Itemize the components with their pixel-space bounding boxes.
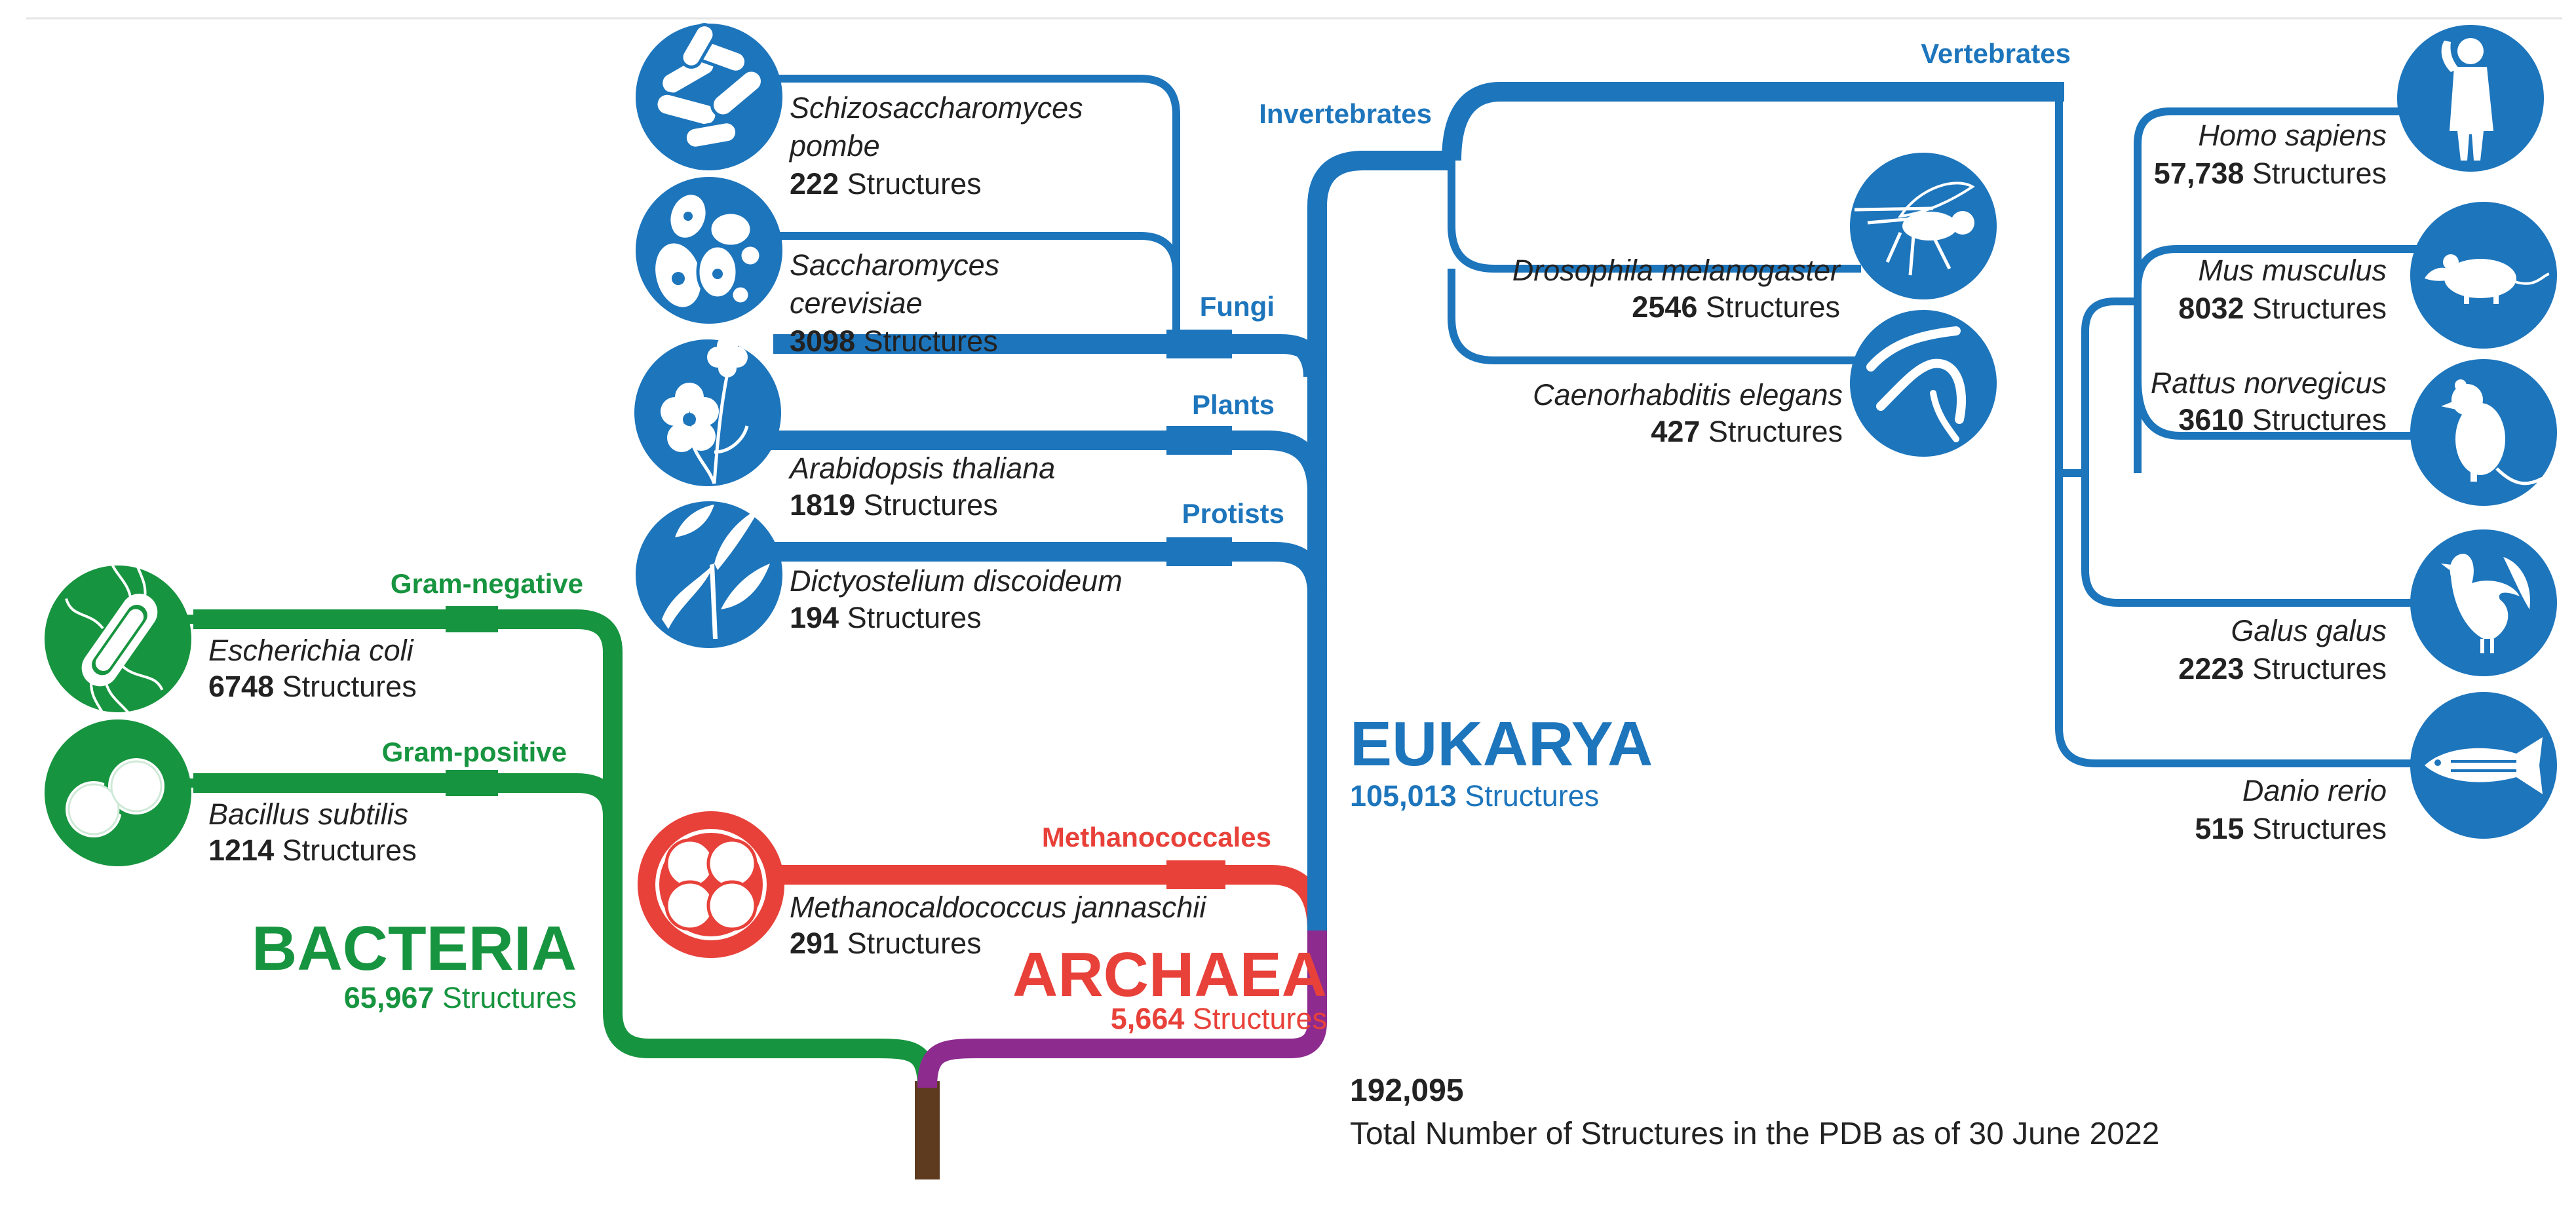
organism-name-rnorvegicus: Rattus norvegicus — [2151, 366, 2387, 400]
organism-name-ecoli: Escherichia coli — [208, 634, 415, 667]
organism-name-scerevisiae-line1: Saccharomyces — [790, 248, 999, 282]
organism-count-spombe: 222 Structures — [790, 167, 982, 201]
worm-icon — [1850, 310, 1997, 457]
bacteria-branches — [131, 606, 937, 1088]
domain-count-eukarya: 105,013 Structures — [1350, 779, 1599, 813]
total-label: Total Number of Structures in the PDB as… — [1350, 1117, 2159, 1151]
group-label-invertebrates: Invertebrates — [1259, 98, 1432, 129]
budding-yeast-icon — [636, 177, 782, 324]
organism-count-scerevisiae: 3098 Structures — [790, 324, 998, 358]
group-label-gram-positive: Gram-positive — [382, 737, 567, 767]
organism-count-ecoli: 6748 Structures — [208, 670, 417, 703]
rat-icon — [2410, 359, 2557, 506]
organism-count-drerio: 515 Structures — [2195, 812, 2387, 845]
organism-count-bsubtilis: 1214 Structures — [208, 833, 417, 867]
domain-title-eukarya: EUKARYA — [1350, 709, 1653, 779]
organism-name-mjannaschii: Methanocaldococcus jannaschii — [790, 891, 1207, 924]
mouse-icon — [2410, 202, 2557, 349]
organism-name-dmelanogaster: Drosophila melanogaster — [1512, 254, 1841, 287]
human-icon — [2397, 25, 2544, 172]
organism-name-hsapiens: Homo sapiens — [2198, 119, 2387, 152]
group-label-gram-negative: Gram-negative — [391, 568, 583, 599]
organism-count-athaliana: 1819 Structures — [790, 488, 998, 522]
organism-name-celegans: Caenorhabditis elegans — [1533, 378, 1843, 412]
fission-yeast-icon — [636, 23, 782, 170]
organism-count-hsapiens: 57,738 Structures — [2154, 157, 2387, 190]
organism-name-drerio: Danio rerio — [2242, 774, 2387, 807]
organism-name-ggallus: Galus galus — [2231, 614, 2387, 647]
organism-count-mmusculus: 8032 Structures — [2178, 292, 2387, 325]
group-label-fungi: Fungi — [1200, 291, 1275, 322]
rooster-icon — [2410, 529, 2557, 676]
organism-count-dmelanogaster: 2546 Structures — [1632, 290, 1840, 324]
domain-count-archaea: 5,664 Structures — [1111, 1002, 1327, 1035]
organism-name-mmusculus: Mus musculus — [2198, 254, 2387, 287]
organism-name-ddiscoideum: Dictyostelium discoideum — [790, 564, 1123, 598]
total-number: 192,095 — [1350, 1073, 1464, 1108]
domain-title-archaea: ARCHAEA — [1012, 940, 1327, 1010]
eukarya-branches — [760, 75, 2425, 930]
organism-count-ggallus: 2223 Structures — [2178, 652, 2387, 685]
cocci-icon — [45, 719, 191, 866]
domain-title-bacteria: BACTERIA — [252, 913, 577, 984]
organism-name-scerevisiae-line2: cerevisiae — [790, 286, 923, 320]
fruit-fly-icon — [1850, 153, 1997, 299]
archaea-cell-icon — [638, 811, 784, 958]
organism-name-spombe-line2: pombe — [788, 129, 880, 163]
group-label-protists: Protists — [1182, 498, 1284, 529]
group-label-plants: Plants — [1192, 389, 1275, 420]
organism-count-mjannaschii: 291 Structures — [790, 927, 982, 960]
organism-count-rnorvegicus: 3610 Structures — [2178, 403, 2387, 436]
flower-icon — [634, 335, 781, 486]
group-label-methanococcales: Methanococcales — [1042, 822, 1271, 853]
zebrafish-icon — [2410, 692, 2557, 839]
organism-name-bsubtilis: Bacillus subtilis — [208, 797, 408, 831]
group-label-vertebrates: Vertebrates — [1921, 38, 2071, 69]
organism-name-spombe-line1: Schizosaccharomyces — [790, 91, 1083, 125]
domain-count-bacteria: 65,967 Structures — [344, 981, 577, 1014]
organism-count-ddiscoideum: 194 Structures — [790, 601, 982, 634]
organism-name-athaliana: Arabidopsis thaliana — [788, 451, 1055, 485]
slime-mold-icon — [636, 501, 782, 648]
organism-count-celegans: 427 Structures — [1651, 415, 1843, 448]
bacterium-icon — [45, 546, 191, 736]
